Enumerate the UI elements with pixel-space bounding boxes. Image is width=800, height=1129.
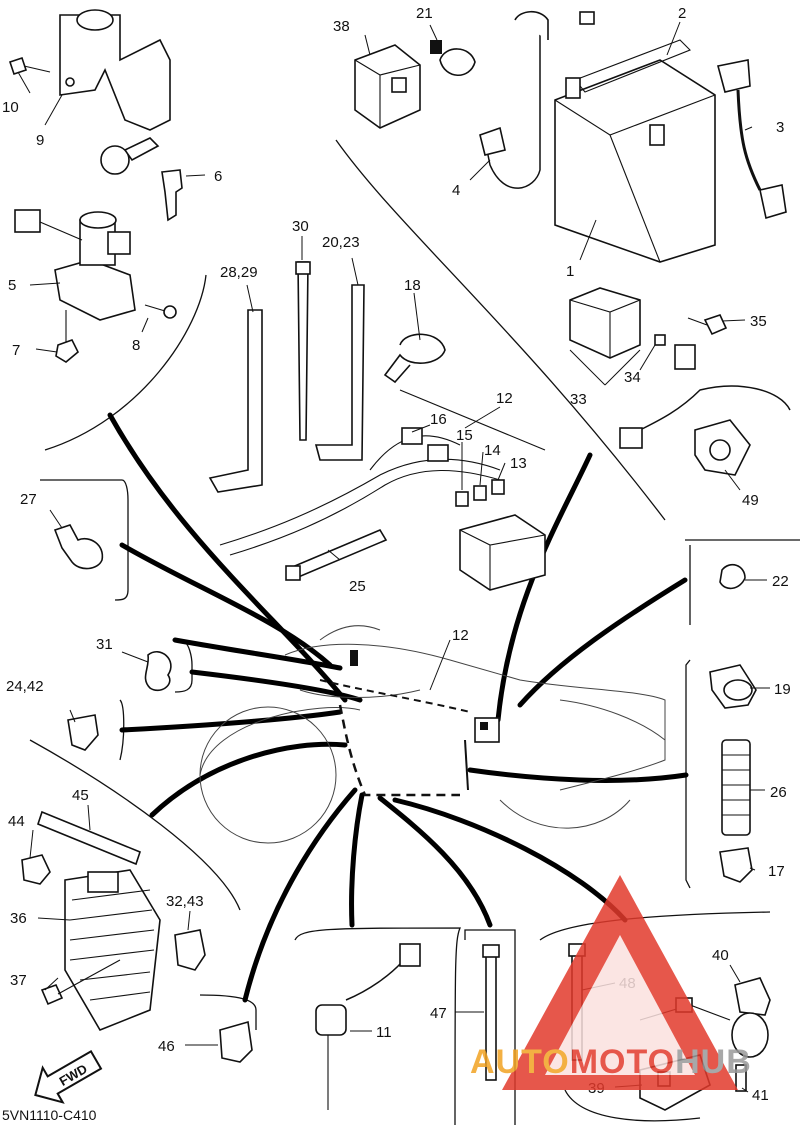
clamp-18: [383, 333, 446, 384]
clamp-21: [430, 40, 476, 76]
key-6: [161, 169, 183, 222]
central-harness-view: [199, 625, 666, 844]
callout-17: 17: [768, 863, 785, 880]
callout-40: 40: [712, 947, 729, 964]
leader-lines: [17, 21, 770, 1093]
callout-35: 35: [750, 313, 767, 330]
heavy-pointer-lines: [107, 412, 689, 1003]
callout-21: 21: [416, 5, 433, 22]
callout-30: 30: [292, 218, 309, 235]
battery: [554, 39, 716, 263]
bolt-10: [8, 56, 51, 76]
clamp-46: [219, 1020, 253, 1063]
sensor-49: [619, 385, 791, 476]
callout-38: 38: [333, 18, 350, 35]
cable-tie-47: [482, 944, 500, 1081]
fwd-arrow: FWD: [34, 1049, 103, 1104]
cable-tie-28-29: [208, 309, 263, 493]
callout-16: 16: [430, 411, 447, 428]
callout-25: 25: [349, 578, 366, 595]
callout-7: 7: [12, 342, 20, 359]
stud-26: [721, 739, 751, 836]
clamp-31: [144, 651, 172, 692]
callout-20-23: 20,23: [322, 234, 360, 251]
callout-6: 6: [214, 168, 222, 185]
clamp-22: [719, 563, 746, 590]
watermark-logo: AUTOMOTOHUB: [470, 875, 752, 1090]
callout-5: 5: [8, 277, 16, 294]
callout-34: 34: [624, 369, 641, 386]
callout-24-42: 24,42: [6, 678, 44, 695]
screw-41: [735, 1064, 747, 1092]
ignition-bracket: [59, 9, 171, 131]
front-wheel-outline: [199, 706, 337, 844]
relay-38: [354, 44, 421, 129]
rectifier-36: [64, 869, 161, 1031]
callout-12-top: 12: [496, 390, 513, 407]
bolt-8: [144, 304, 177, 319]
callout-18: 18: [404, 277, 421, 294]
callout-19: 19: [774, 681, 791, 698]
ignition-switch: [14, 137, 160, 321]
callout-labels: 1 2 3 4 5 6 7 8 9 10 11 12 12 13 14 15 1…: [2, 5, 791, 1104]
clamp-44: [21, 854, 51, 885]
cable-tie-20-23: [314, 284, 365, 461]
bolt-37: [40, 959, 121, 1006]
callout-4: 4: [452, 182, 460, 199]
battery-cables: [479, 10, 787, 220]
clamp-19: [709, 664, 757, 709]
callout-49: 49: [742, 492, 759, 509]
watermark-triangle-inner: [545, 935, 695, 1075]
callout-32-43: 32,43: [166, 893, 204, 910]
callout-2: 2: [678, 5, 686, 22]
watermark-text: AUTOMOTOHUB: [470, 1043, 752, 1081]
callout-12-center: 12: [452, 627, 469, 644]
callout-41: 41: [752, 1087, 769, 1104]
cable-tie-45: [37, 810, 141, 866]
clamp-24-42: [67, 714, 99, 751]
callout-13: 13: [510, 455, 527, 472]
callout-31: 31: [96, 636, 113, 653]
callout-47: 47: [430, 1005, 447, 1022]
callout-8: 8: [132, 337, 140, 354]
callout-11: 11: [376, 1024, 392, 1041]
bolt-7: [55, 310, 79, 363]
callout-37: 37: [10, 972, 27, 989]
callout-3: 3: [776, 119, 784, 136]
relay-unit-33: [569, 287, 696, 370]
drawing-code: 5VN1110-C410: [2, 1107, 97, 1123]
cable-tie-30: [295, 261, 311, 441]
callout-45: 45: [72, 787, 89, 804]
callout-28-29: 28,29: [220, 264, 258, 281]
callout-14: 14: [484, 442, 501, 459]
switch-11: [315, 943, 421, 1110]
callout-1: 1: [566, 263, 574, 280]
callout-15: 15: [456, 427, 473, 444]
fuse-box-harness: [219, 389, 546, 591]
callout-22: 22: [772, 573, 789, 590]
callout-44: 44: [8, 813, 25, 830]
callout-36: 36: [10, 910, 27, 927]
clamp-32-43: [174, 929, 206, 971]
cable-tie-25: [285, 528, 388, 581]
callout-9: 9: [36, 132, 44, 149]
callout-10: 10: [2, 99, 19, 116]
clamp-27: [53, 524, 104, 570]
bolt-35: [687, 314, 728, 336]
callout-46: 46: [158, 1038, 175, 1055]
callout-33: 33: [570, 391, 587, 408]
clamp-17: [719, 847, 753, 883]
callout-27: 27: [20, 491, 37, 508]
callout-26: 26: [770, 784, 787, 801]
